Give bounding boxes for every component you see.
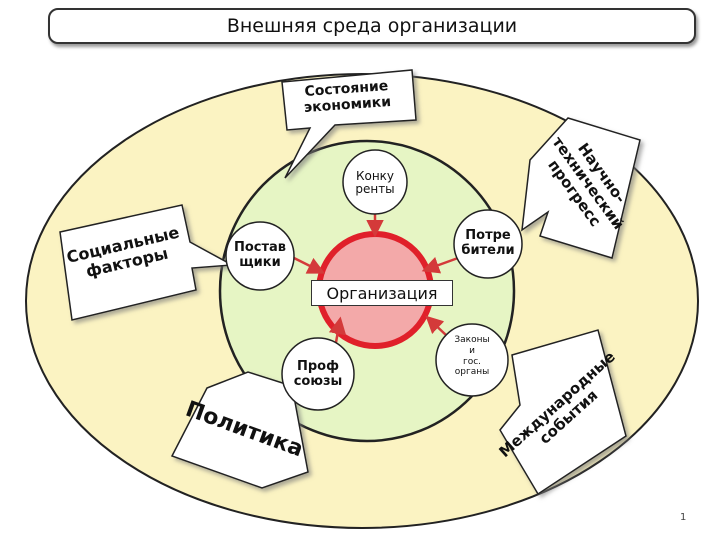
organization-label: Организация: [326, 283, 438, 303]
arrow-laws: [425, 315, 448, 337]
circle-consumers: [453, 209, 523, 279]
bubble-international: [499, 329, 627, 496]
page-number: 1: [680, 512, 687, 523]
circle-laws: [435, 323, 509, 397]
title-box: Внешняя среда организации: [48, 8, 696, 44]
arrow-consumers: [421, 256, 459, 274]
circle-suppliers: [225, 221, 295, 291]
bubble-economy: [281, 69, 417, 179]
bubble-science: [521, 117, 641, 259]
label-unions: Проф союзы: [293, 359, 343, 389]
circle-competitors: [342, 149, 408, 215]
circle-unions: [281, 337, 355, 411]
label-consumers: Потре бители: [461, 228, 515, 258]
bubble-politics: [170, 371, 309, 489]
bubble-social: [59, 204, 235, 321]
label-competitors: Конку ренты: [355, 169, 395, 197]
organization-box: Организация: [311, 280, 453, 306]
page-title: Внешняя среда организации: [226, 15, 518, 37]
label-suppliers: Постав щики: [233, 240, 287, 270]
label-laws: Законы и гос. органы: [454, 335, 490, 378]
arrow-suppliers: [293, 256, 326, 274]
